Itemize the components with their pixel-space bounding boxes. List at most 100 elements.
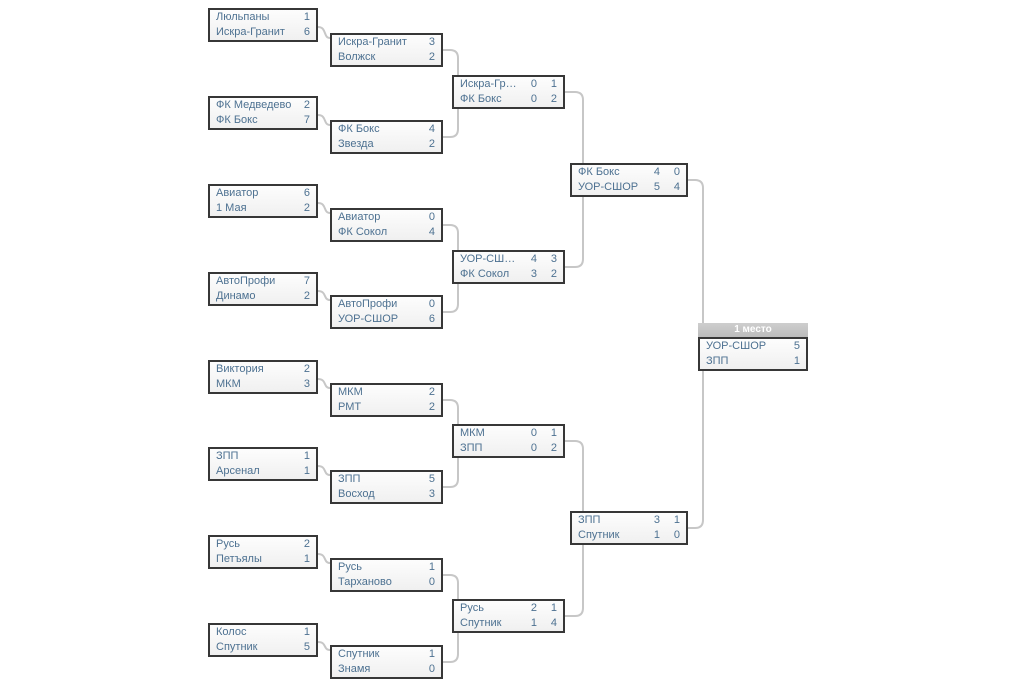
- team-score: 2: [530, 602, 537, 614]
- connector-line: [688, 179, 704, 323]
- team-score: 1: [303, 626, 310, 638]
- connector-line: [443, 284, 459, 313]
- team-score: 4: [653, 166, 660, 178]
- connector-line: [443, 224, 459, 250]
- connector-line: [317, 378, 331, 389]
- team-name: Звезда: [338, 138, 374, 150]
- team-score: 5: [303, 641, 310, 653]
- team-score: 2: [428, 386, 435, 398]
- connector-line: [688, 371, 704, 529]
- team-name: Арсенал: [216, 465, 260, 477]
- team-name: ФК Бокс: [216, 114, 258, 126]
- team-name: УОР-СШОР: [706, 340, 767, 352]
- connector-line: [317, 641, 331, 651]
- connector-line: [317, 114, 331, 126]
- team-name: ФК Бокс: [338, 123, 380, 135]
- team-name: АвтоПрофи: [338, 298, 398, 310]
- team-score: 5: [653, 181, 660, 193]
- team-name: УОР-СШОР: [578, 181, 639, 193]
- team-score: 1: [428, 561, 435, 573]
- team-name: Люльпаны: [216, 11, 270, 23]
- team-name: Авиатор: [338, 211, 381, 223]
- team-score: 2: [550, 93, 557, 105]
- connector-line: [443, 574, 459, 599]
- team-score: 2: [428, 138, 435, 150]
- team-score: 6: [428, 313, 435, 325]
- team-score: 4: [550, 617, 557, 629]
- connector-line: [317, 290, 331, 301]
- team-score: 0: [428, 663, 435, 675]
- team-row: Звезда 2: [332, 137, 441, 152]
- team-row: РМТ 2: [332, 400, 441, 415]
- connector-line: [317, 465, 331, 476]
- team-name: ФК Бокс: [578, 166, 620, 178]
- team-score: 1: [550, 78, 557, 90]
- team-score: 2: [428, 401, 435, 413]
- team-name: Петъялы: [216, 553, 262, 565]
- team-score: 4: [530, 253, 537, 265]
- team-score: 1: [793, 355, 800, 367]
- team-name: Волжск: [338, 51, 376, 63]
- team-name: Восход: [338, 488, 375, 500]
- team-score: 2: [303, 538, 310, 550]
- team-score: 0: [530, 442, 537, 454]
- team-score: 1: [550, 602, 557, 614]
- team-score: 4: [428, 226, 435, 238]
- team-name: Спутник: [338, 648, 380, 660]
- team-row: Искра-Гран...01: [454, 77, 563, 92]
- team-score: 0: [428, 211, 435, 223]
- team-row: ФК Бокс 4 0: [572, 165, 686, 180]
- team-name: ФК Сокол: [460, 268, 510, 280]
- team-score: 2: [428, 51, 435, 63]
- team-name: ФК Бокс: [460, 93, 502, 105]
- team-name: ЗПП: [216, 450, 239, 462]
- team-score: 1: [303, 553, 310, 565]
- team-score: 0: [673, 166, 680, 178]
- team-row: АвтоПрофи 0: [332, 297, 441, 312]
- connector-line: [443, 458, 459, 488]
- team-score: 0: [428, 576, 435, 588]
- team-score: 7: [303, 275, 310, 287]
- team-score: 0: [428, 298, 435, 310]
- team-name: РМТ: [338, 401, 362, 413]
- connector-line: [565, 545, 584, 617]
- team-score: 2: [303, 290, 310, 302]
- team-row: Петъялы 1: [210, 552, 316, 567]
- team-name: ФК Сокол: [338, 226, 388, 238]
- team-score: 1: [673, 514, 680, 526]
- team-name: Виктория: [216, 363, 264, 375]
- team-score: 1: [653, 529, 660, 541]
